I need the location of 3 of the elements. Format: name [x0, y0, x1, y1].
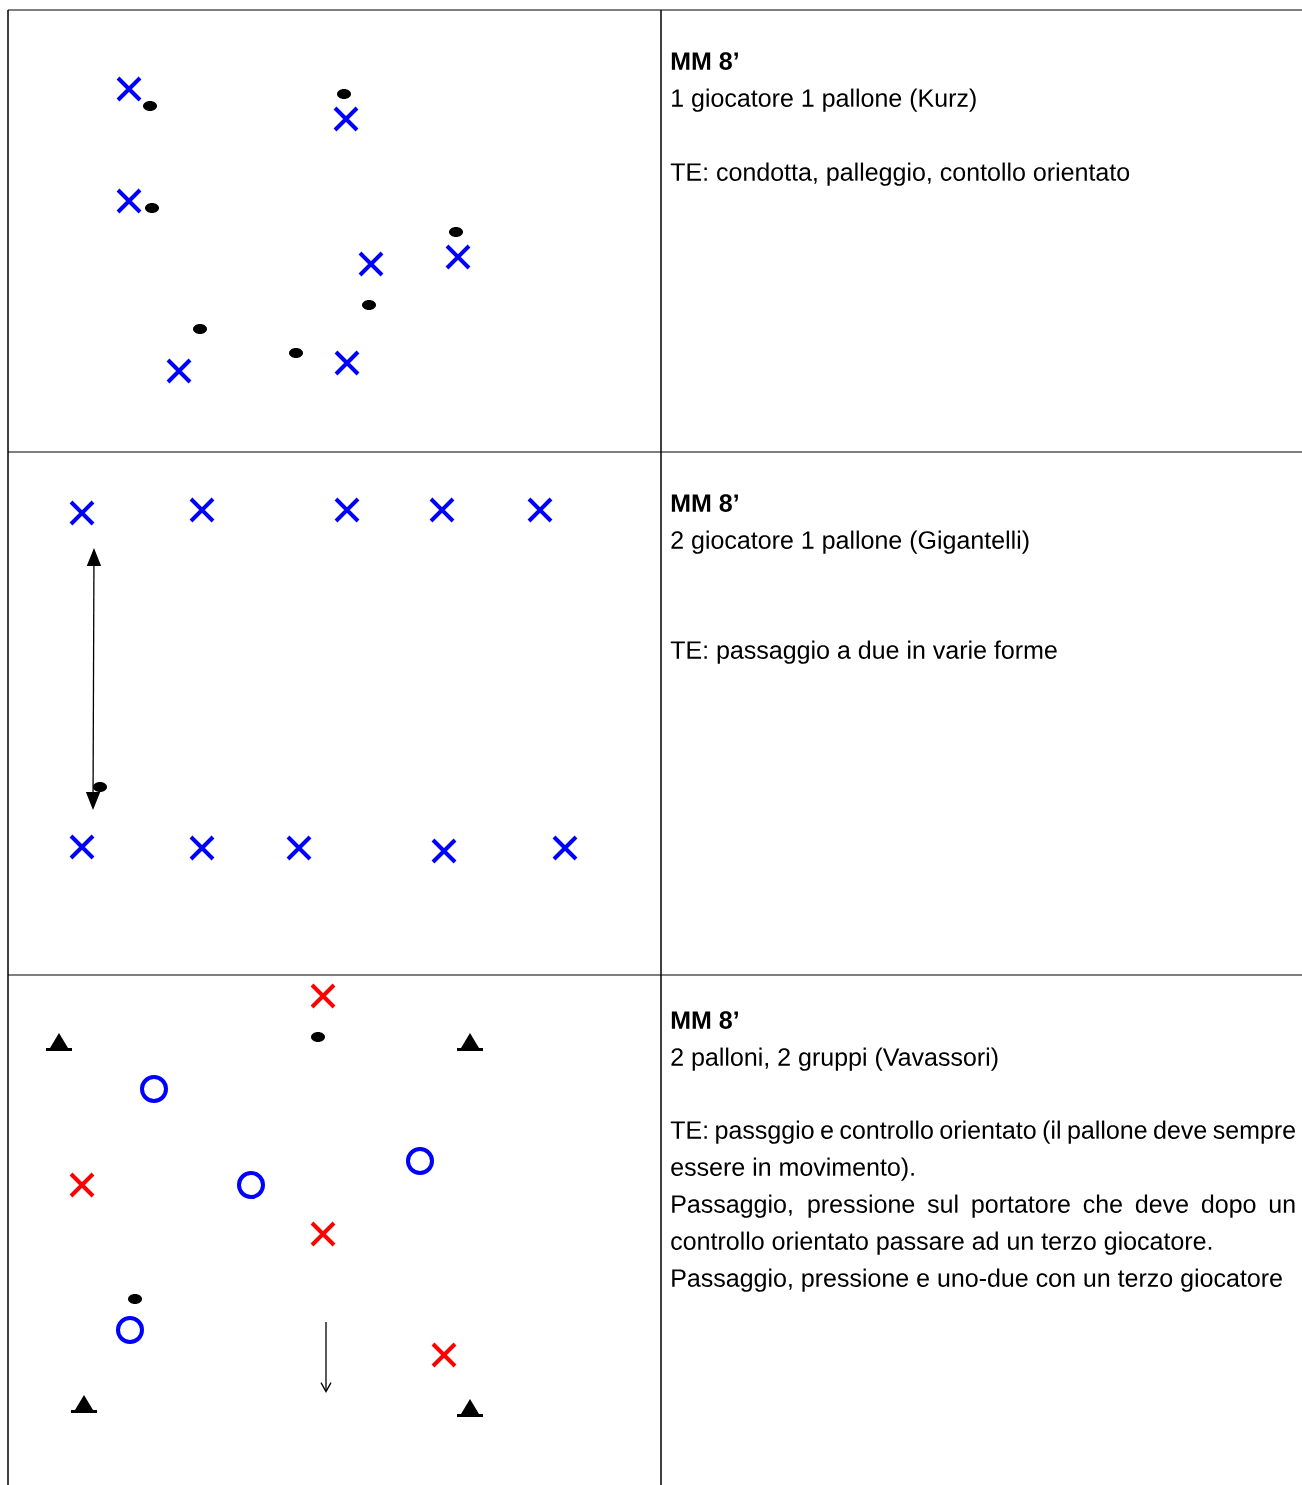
drill-description: MM 8’ 1 giocatore 1 pallone (Kurz) TE: condotta, palleggio, contollo orientato [670, 52, 1130, 186]
drill-description: MM 8’ 2 palloni, 2 gruppi (Vavassori) TE: passggio e controllo orientato (il pallone deve sempre essere in movimento). Passaggio, pressione sul portatore che deve dopo un controllo orientato passare ad un terzo giocatore. Passaggio, pressione e uno-due con un terzo giocatore [670, 1011, 1295, 1292]
drill-description: MM 8’ 2 giocatore 1 pallone (Gigantelli) TE: passaggio a due in varie forme [670, 494, 1057, 664]
